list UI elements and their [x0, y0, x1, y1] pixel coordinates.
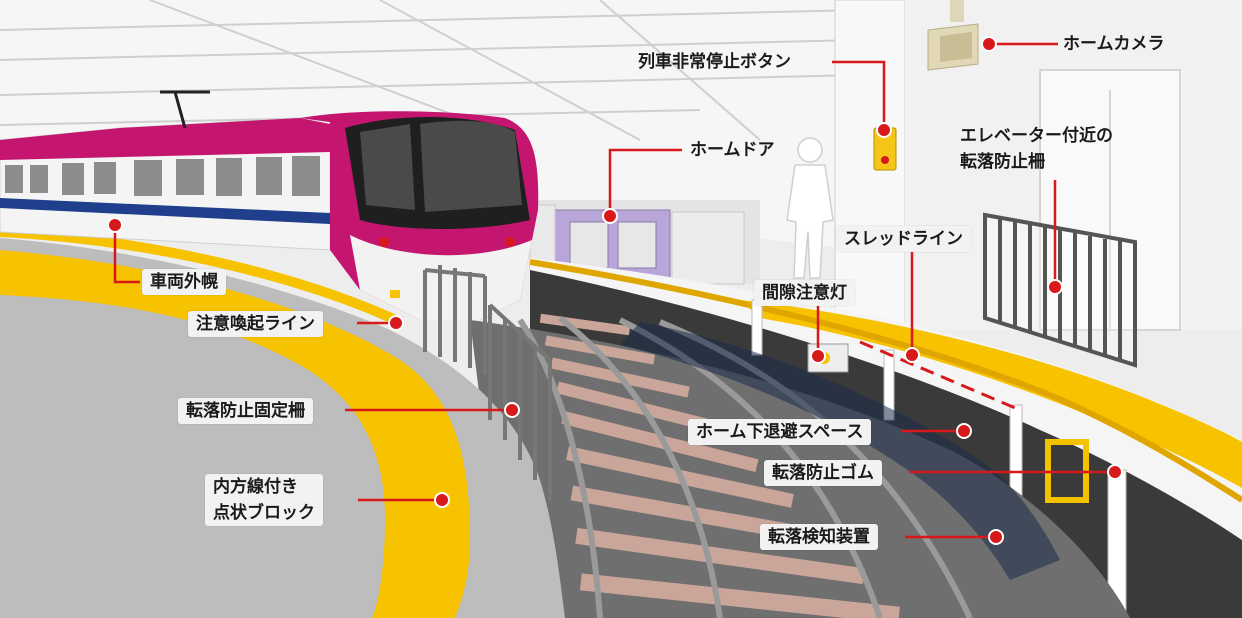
ceiling-beams	[0, 0, 861, 141]
label-emergency-stop-button: 列車非常停止ボタン	[638, 52, 791, 72]
label-elevator-fence-line2: 転落防止柵	[960, 152, 1045, 172]
platform-edge-yellow	[529, 259, 1242, 503]
label-tactile-block-line1: 内方線付き	[213, 477, 298, 497]
train-edge-marks	[390, 290, 400, 298]
camera-icon	[927, 0, 979, 71]
right-platform-yellow	[740, 300, 1242, 488]
caution-line-mark	[0, 227, 403, 327]
label-platform-camera: ホームカメラ	[1063, 34, 1165, 54]
fixed-fence-icon	[423, 265, 552, 500]
label-sled-line: スレッドライン	[836, 226, 971, 252]
label-car-body-exterior: 車両外幌	[142, 269, 226, 295]
leader-dots	[107, 36, 1123, 545]
tactile-block-band	[0, 250, 470, 618]
sled-line-mark	[859, 340, 1021, 412]
train-icon	[0, 90, 539, 320]
label-elevator-fence-line1: エレベーター付近の	[960, 126, 1113, 146]
label-tactile-block-line2: 点状ブロック	[213, 503, 315, 523]
label-fixed-fall-fence: 転落防止固定柵	[178, 398, 313, 424]
label-gap-warning-light: 間隙注意灯	[754, 280, 855, 306]
sleepers	[539, 313, 900, 618]
fall-detection-strip	[620, 322, 1060, 580]
label-elevator-fence: エレベーター付近の 転落防止柵	[960, 123, 1113, 175]
label-caution-line: 注意喚起ライン	[188, 311, 323, 337]
leader-lines	[113, 42, 1115, 539]
label-refuge-space: ホーム下退避スペース	[688, 419, 872, 445]
label-platform-door: ホームドア	[690, 140, 775, 160]
label-fall-detection-device: 転落検知装置	[760, 524, 878, 550]
person-silhouette	[786, 137, 834, 279]
label-tactile-block: 内方線付き 点状ブロック	[205, 474, 323, 526]
label-fall-prevention-rubber: 転落防止ゴム	[764, 460, 882, 486]
